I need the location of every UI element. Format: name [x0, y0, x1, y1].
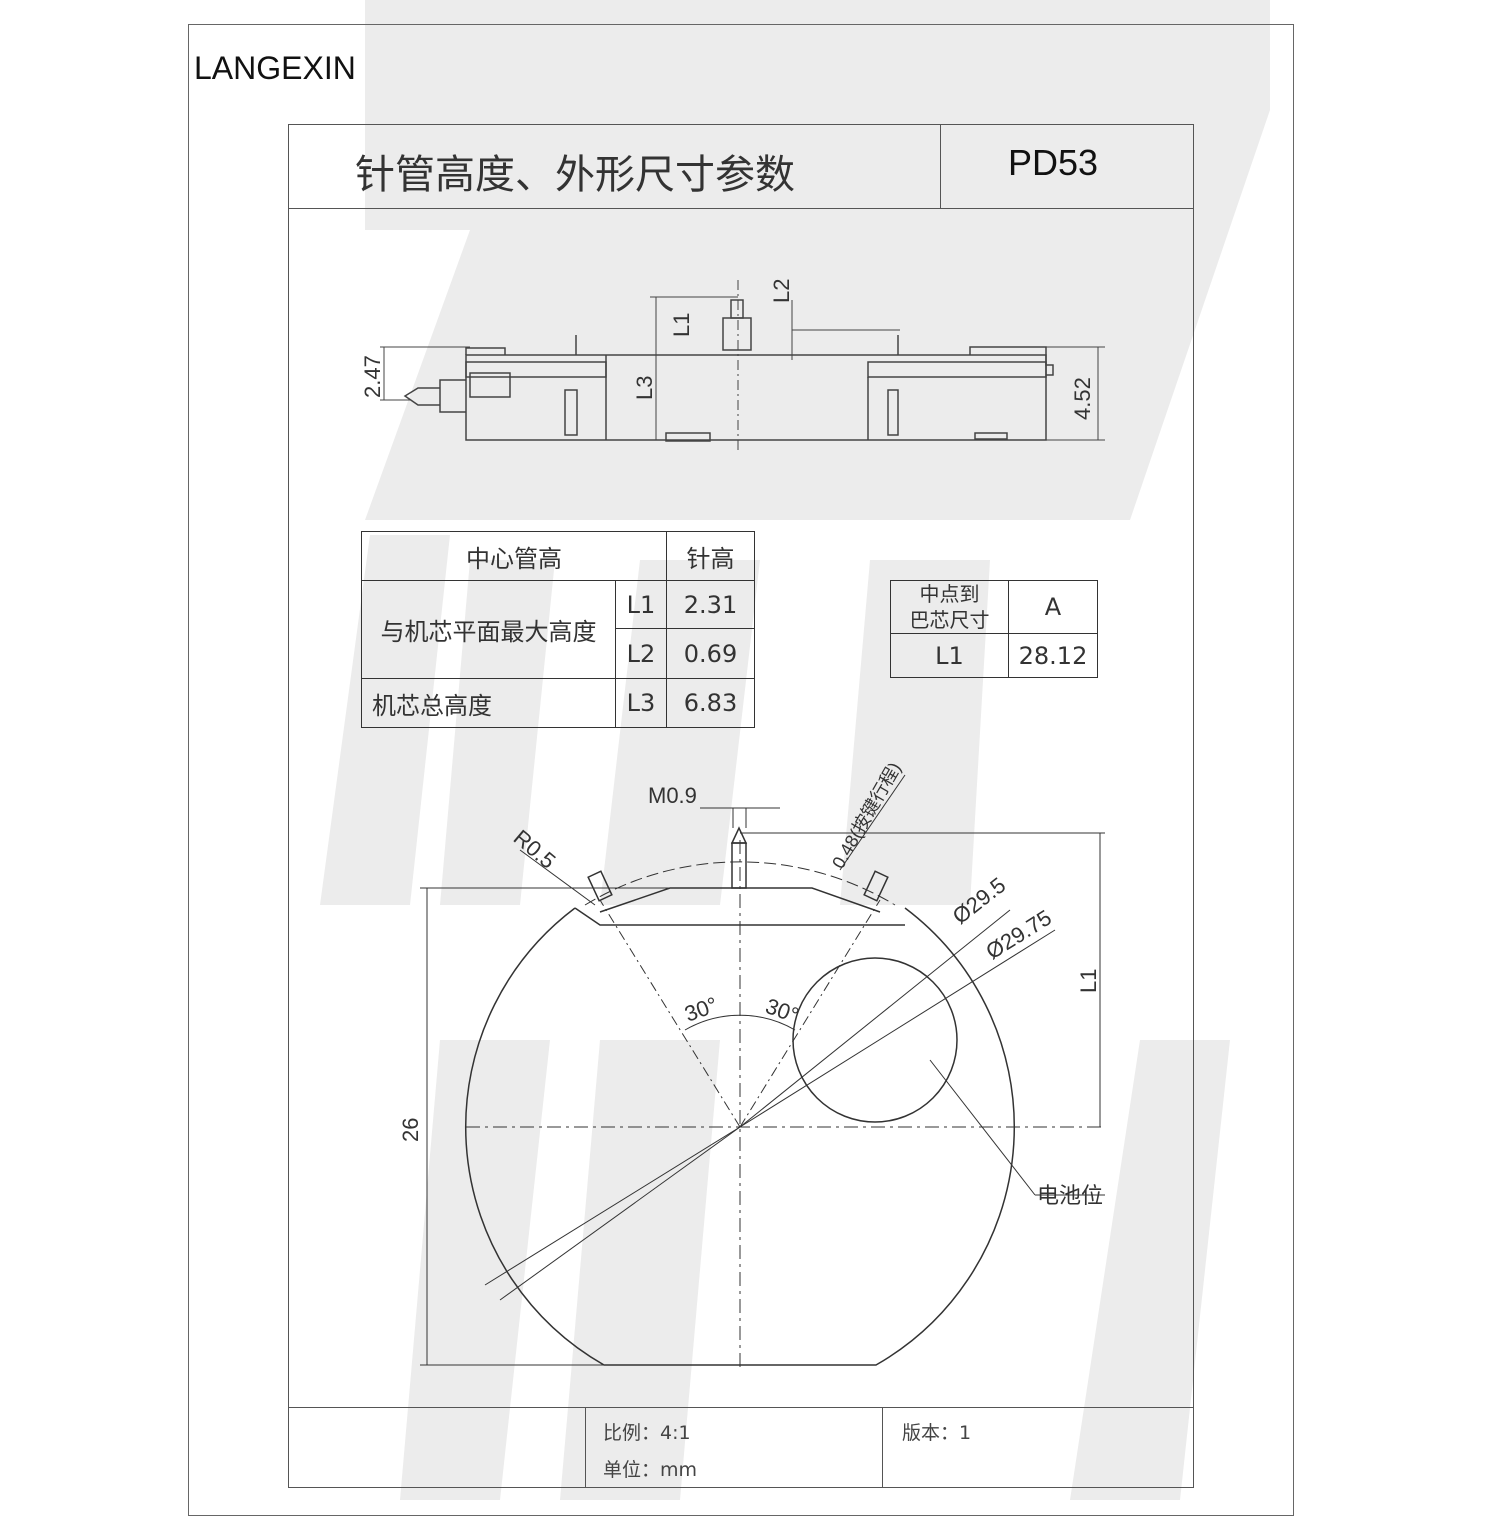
dim-dia-29-5: Ø29.5: [948, 872, 1011, 929]
model-number: PD53: [1008, 142, 1099, 183]
drawing-frame: [288, 124, 1194, 1488]
center-table-header-line2: 巴芯尺寸: [909, 608, 990, 632]
dim-L3: L3: [632, 376, 657, 400]
dim-L2: L2: [769, 279, 794, 303]
dim-4-52: 4.52: [1070, 377, 1095, 420]
angle-label-left: 30°: [681, 992, 721, 1027]
dim-L1: L1: [669, 313, 694, 337]
battery-position-label: 电池位: [1037, 1183, 1103, 1208]
dim-26: 26: [398, 1118, 423, 1142]
height-table-row-label: 机芯总高度: [361, 678, 616, 728]
height-table-value: 6.83: [666, 678, 755, 728]
header-column-divider: [940, 124, 941, 208]
header-divider: [288, 208, 1193, 209]
top-view: M0.9 R0.5 0.48(按键行程) Ø29.5 Ø29.75 L1 26 …: [398, 759, 1105, 1370]
version-label: 版本：1: [902, 1422, 972, 1444]
angle-label-right: 30°: [762, 993, 802, 1028]
dim-r0-5: R0.5: [509, 825, 561, 874]
height-table-header-left: 中心管高: [361, 531, 667, 581]
dim-2-47: 2.47: [360, 355, 385, 398]
drawing-title: 针管高度、外形尺寸参数: [355, 152, 795, 198]
brand-label: LANGEXIN: [194, 50, 356, 86]
dim-m0-9: M0.9: [648, 783, 697, 808]
height-table-value: 2.31: [666, 580, 755, 629]
center-table-value: 28.12: [1008, 633, 1098, 678]
scale-label: 比例：4:1: [603, 1422, 691, 1444]
footer-divider: [288, 1407, 1193, 1408]
height-table-header-right: 针高: [666, 531, 755, 581]
height-table-row-label: 与机芯平面最大高度: [361, 580, 616, 679]
height-table-code: L2: [615, 628, 667, 679]
center-table-code: L1: [890, 633, 1009, 678]
footer-column-divider: [882, 1407, 883, 1487]
center-table-header-line1: 中点到: [919, 582, 980, 606]
side-view: 2.47 4.52 L1 L2 L3: [360, 279, 1105, 450]
dim-L1: L1: [1076, 969, 1101, 993]
dim-dia-29-75: Ø29.75: [981, 905, 1055, 964]
unit-label: 单位：mm: [603, 1459, 698, 1481]
height-table-value: 0.69: [666, 628, 755, 679]
footer-column-divider: [585, 1407, 586, 1487]
dim-0-48: 0.48(按键行程): [828, 759, 905, 872]
